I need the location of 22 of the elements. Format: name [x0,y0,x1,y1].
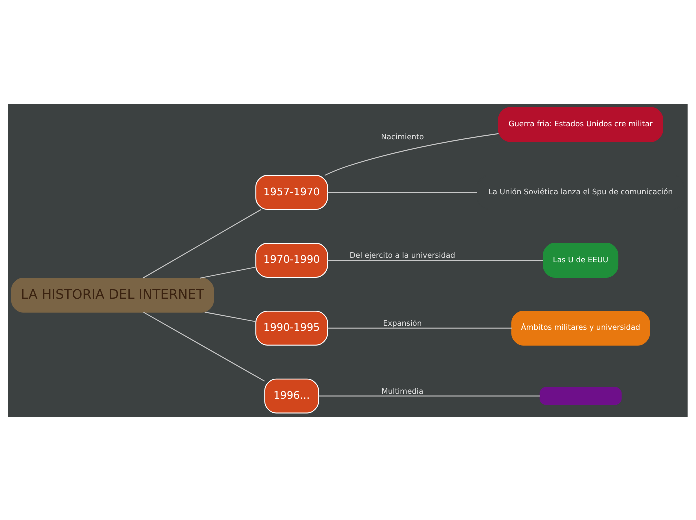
edge-label: Expansión [383,318,422,328]
node-box: 1990-1995 [256,310,328,346]
node-box: 1957-1970 [256,174,328,210]
edge-label: Del ejercito a la universidad [350,250,456,260]
node-text: La Unión Soviética lanza el Spu de comunicación [488,186,674,196]
connector [143,312,266,382]
edge-label: Nacimiento [381,132,424,141]
node-box [540,386,622,405]
node-box: Ámbitos militares y universidad [512,310,650,346]
node-box: Las U de EEUU [543,242,619,278]
connector [327,192,478,193]
connector [327,327,512,328]
connector [318,395,541,396]
node-box: 1996... [264,378,320,414]
node-box: Guerra fria: Estados Unidos cre militar [498,106,664,142]
node-box: LA HISTORIA DEL INTERNET [11,277,214,312]
connector [204,311,256,322]
connector [200,266,256,278]
connector [324,132,500,176]
node-box: 1970-1990 [256,242,328,278]
connector [142,208,262,278]
edge-label: Multimedia [382,386,424,396]
